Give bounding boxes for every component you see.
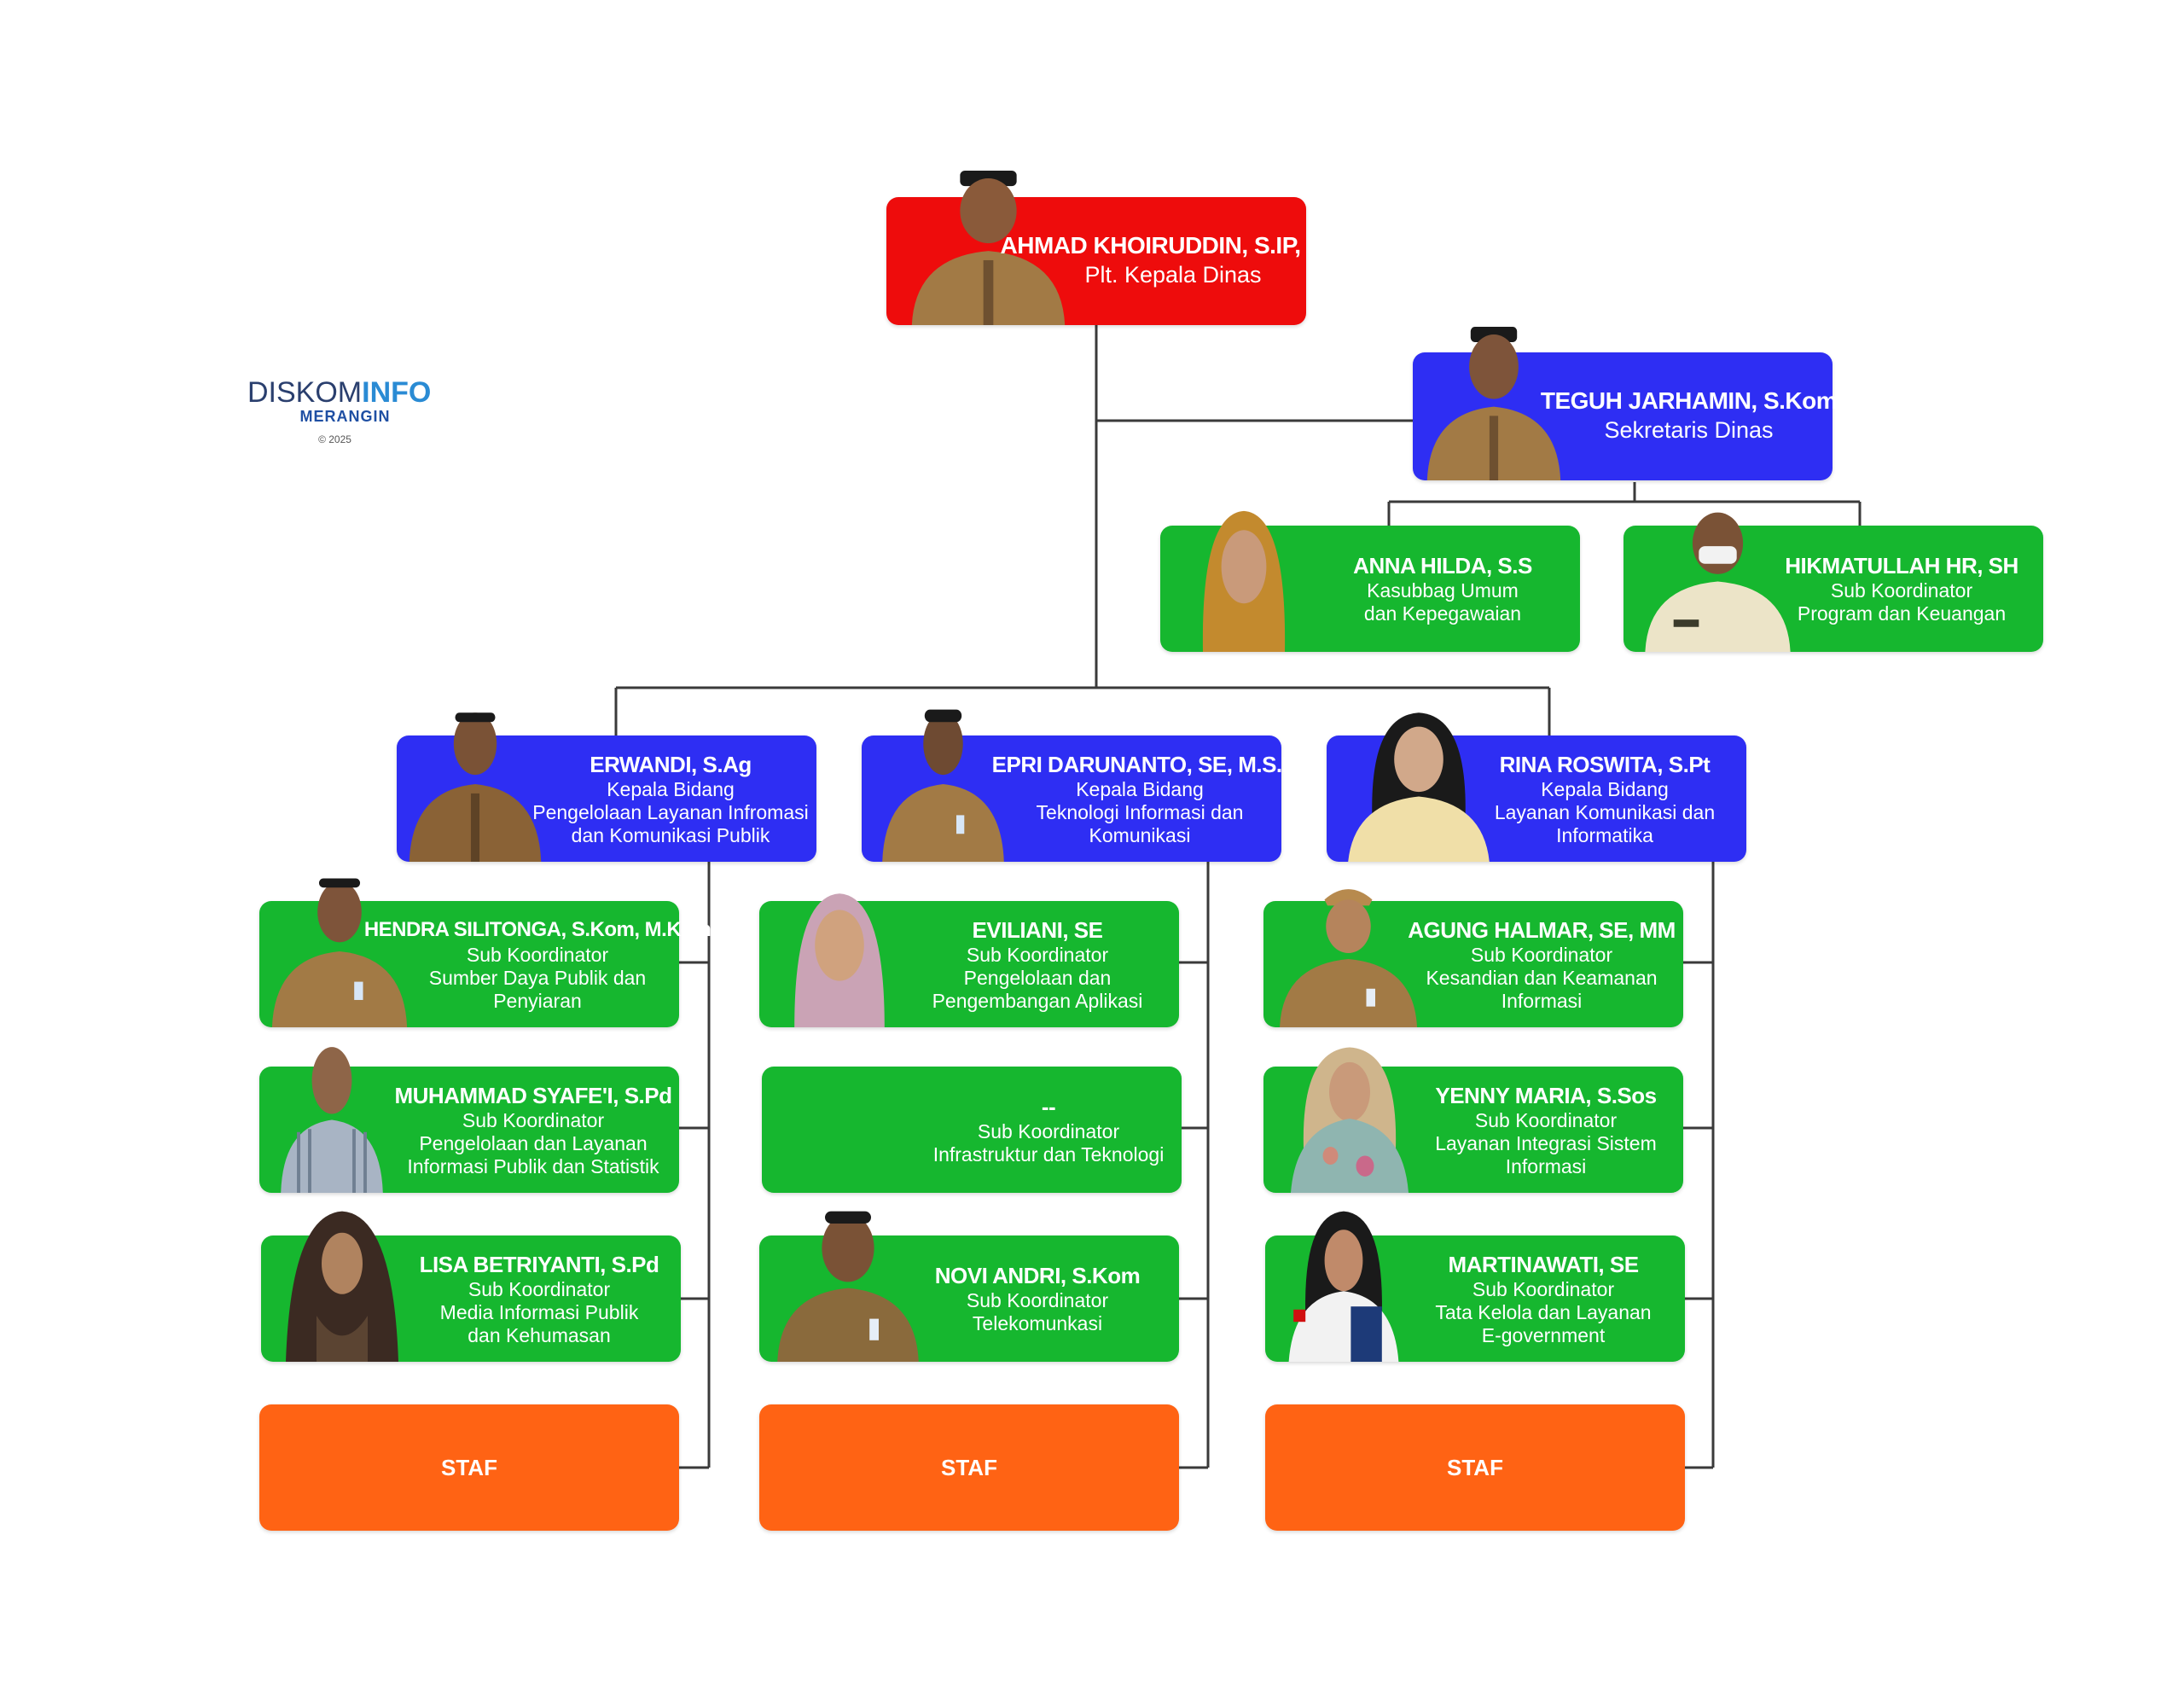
sub-coordinator-card: HENDRA SILITONGA, S.Kom, M.Kom Sub Koord… bbox=[259, 878, 712, 1027]
sub-coordinator-name: MARTINAWATI, SE bbox=[1448, 1251, 1639, 1277]
unit-role: Sub Koordinator bbox=[1830, 579, 1973, 602]
sub-coordinator-card: EVILIANI, SE Sub Koordinator Pengelolaan… bbox=[759, 893, 1179, 1027]
sub-coordinator-role: Sub Koordinator bbox=[466, 943, 609, 966]
staff-card: STAF bbox=[259, 1404, 679, 1531]
person-photo-icon bbox=[771, 1208, 925, 1362]
sub-coordinator-name: NOVI ANDRI, S.Kom bbox=[934, 1263, 1141, 1288]
sub-coordinator-role: Pengelolaan dan Layanan bbox=[419, 1131, 648, 1154]
logo-brand-part-a: DISKOM bbox=[247, 376, 363, 409]
sub-coordinator-card: MUHAMMAD SYAFE'I, S.Pd Sub Koordinator P… bbox=[259, 1047, 679, 1193]
sub-coordinator-role: Sub Koordinator bbox=[1472, 1277, 1615, 1300]
division-leader-role: Kepala Bidang bbox=[1076, 777, 1204, 800]
sub-coordinator-role: Layanan Integrasi Sistem bbox=[1435, 1131, 1657, 1154]
division-leader-role: Kepala Bidang bbox=[1541, 777, 1669, 800]
division-leader-role: Pengelolaan Layanan Infromasi bbox=[532, 800, 809, 823]
person-photo-icon bbox=[1193, 505, 1295, 652]
staff-label: STAF bbox=[1447, 1454, 1503, 1480]
sub-coordinator-role: Telekomunkasi bbox=[972, 1312, 1103, 1334]
sub-coordinator-card: YENNY MARIA, S.Sos Sub Koordinator Layan… bbox=[1263, 1047, 1683, 1193]
division-leader-role: Layanan Komunikasi dan bbox=[1494, 800, 1716, 823]
sub-coordinator-name: AGUNG HALMAR, SE, MM bbox=[1408, 916, 1676, 943]
unit-card: HIKMATULLAH HR, SH Sub Koordinator Progr… bbox=[1623, 512, 2043, 652]
sub-coordinator-name: LISA BETRIYANTI, S.Pd bbox=[419, 1251, 659, 1277]
sub-coordinator-role: Sub Koordinator bbox=[1474, 1108, 1618, 1131]
unit-card: ANNA HILDA, S.S Kasubbag Umum dan Kepega… bbox=[1160, 510, 1580, 652]
staff-card: STAF bbox=[1265, 1404, 1685, 1531]
unit-role: dan Kepegawaian bbox=[1363, 602, 1522, 625]
division-leader-name: EPRI DARUNANTO, SE, M.S.I bbox=[991, 751, 1288, 777]
sub-coordinator-role: Infrastruktur dan Teknologi bbox=[932, 1143, 1165, 1166]
sub-coordinator-role: Informasi bbox=[1501, 989, 1583, 1012]
sub-coordinator-card: LISA BETRIYANTI, S.Pd Sub Koordinator Me… bbox=[261, 1211, 681, 1362]
logo-brand-part-b: INFO bbox=[362, 376, 432, 409]
unit-name: HIKMATULLAH HR, SH bbox=[1785, 553, 2018, 578]
sub-coordinator-role: dan Kehumasan bbox=[468, 1323, 611, 1346]
sub-coordinator-role: Penyiaran bbox=[493, 989, 582, 1012]
sub-coordinator-role: Sumber Daya Publik dan bbox=[428, 966, 647, 989]
head-role: Plt. Kepala Dinas bbox=[1084, 262, 1262, 288]
head-card: AHMAD KHOIRUDDIN, S.IP, MM Plt. Kepala D… bbox=[886, 171, 1346, 325]
person-photo-icon bbox=[1421, 327, 1566, 480]
person-photo-icon bbox=[1286, 1044, 1414, 1193]
sub-coordinator-role: Sub Koordinator bbox=[966, 1289, 1109, 1311]
person-photo-icon bbox=[1342, 706, 1496, 862]
staff-label: STAF bbox=[941, 1454, 997, 1480]
unit-role: Kasubbag Umum bbox=[1367, 579, 1519, 602]
head-name: AHMAD KHOIRUDDIN, S.IP, MM bbox=[1000, 232, 1346, 259]
division-leader-card: RINA ROSWITA, S.Pt Kepala Bidang Layanan… bbox=[1327, 712, 1746, 862]
person-photo-icon bbox=[905, 171, 1072, 325]
sub-coordinator-role: Sub Koordinator bbox=[462, 1108, 605, 1131]
sub-coordinator-card: AGUNG HALMAR, SE, MM Sub Koordinator Kes… bbox=[1263, 889, 1683, 1027]
sub-coordinator-role: Sub Koordinator bbox=[1470, 943, 1613, 966]
division-leader-card: EPRI DARUNANTO, SE, M.S.I Kepala Bidang … bbox=[862, 709, 1288, 862]
sub-coordinator-role: Informasi bbox=[1505, 1154, 1587, 1177]
unit-name: ANNA HILDA, S.S bbox=[1353, 553, 1532, 578]
unit-role: Program dan Keuangan bbox=[1797, 602, 2007, 625]
sub-coordinator-name: -- bbox=[1041, 1094, 1056, 1119]
division-leader-role: Kepala Bidang bbox=[607, 777, 735, 800]
person-photo-icon bbox=[266, 875, 413, 1027]
sub-coordinator-card: -- Sub Koordinator Infrastruktur dan Tek… bbox=[762, 1067, 1182, 1193]
sub-coordinator-card: MARTINAWATI, SE Sub Koordinator Tata Kel… bbox=[1265, 1211, 1685, 1362]
sub-coordinator-role: Sub Koordinator bbox=[468, 1277, 611, 1300]
division-leader-name: ERWANDI, S.Ag bbox=[590, 751, 752, 777]
sub-coordinator-role: Informasi Publik dan Statistik bbox=[407, 1154, 659, 1177]
sub-coordinator-role: E-government bbox=[1481, 1323, 1606, 1346]
staff-card: STAF bbox=[759, 1404, 1179, 1531]
sub-coordinator-role: Pengembangan Aplikasi bbox=[932, 989, 1143, 1012]
person-photo-icon bbox=[276, 1041, 387, 1193]
sub-coordinator-name: EVILIANI, SE bbox=[972, 916, 1103, 943]
sub-coordinator-role: Sub Koordinator bbox=[966, 943, 1109, 966]
logo-subtitle: MERANGIN bbox=[299, 408, 391, 425]
sub-coordinator-role: Sub Koordinator bbox=[977, 1120, 1120, 1142]
secretary-role: Sekretaris Dinas bbox=[1604, 417, 1774, 443]
division-leader-role: Komunikasi bbox=[1089, 823, 1191, 846]
person-photo-icon bbox=[1274, 879, 1423, 1027]
diskominfo-logo: DISKOMINFO MERANGIN © 2025 bbox=[247, 377, 431, 445]
division-leader-card: ERWANDI, S.Ag Kepala Bidang Pengelolaan … bbox=[397, 712, 816, 862]
sub-coordinator-name: MUHAMMAD SYAFE'I, S.Pd bbox=[394, 1082, 672, 1108]
division-leader-role: dan Komunikasi Publik bbox=[571, 823, 770, 846]
division-leader-name: RINA ROSWITA, S.Pt bbox=[1499, 751, 1711, 777]
person-photo-icon bbox=[278, 1208, 406, 1362]
person-photo-icon bbox=[788, 891, 891, 1027]
sub-coordinator-role: Kesandian dan Keamanan bbox=[1426, 966, 1658, 989]
sub-coordinator-role: Pengelolaan dan bbox=[963, 966, 1112, 989]
person-photo-icon bbox=[1284, 1208, 1403, 1362]
sub-coordinator-name: YENNY MARIA, S.Sos bbox=[1435, 1082, 1657, 1108]
staff-label: STAF bbox=[441, 1454, 497, 1480]
person-photo-icon bbox=[404, 706, 547, 862]
sub-coordinator-role: Media Informasi Publik bbox=[439, 1300, 639, 1323]
person-photo-icon bbox=[877, 706, 1009, 862]
sub-coordinator-card: NOVI ANDRI, S.Kom Sub Koordinator Teleko… bbox=[759, 1211, 1179, 1362]
secretary-card: TEGUH JARHAMIN, S.Kom Sekretaris Dinas bbox=[1413, 327, 1838, 480]
division-leader-role: Teknologi Informasi dan bbox=[1036, 800, 1244, 823]
sub-coordinator-role: Tata Kelola dan Layanan bbox=[1435, 1300, 1652, 1323]
division-leader-role: Informatika bbox=[1556, 823, 1653, 846]
secretary-name: TEGUH JARHAMIN, S.Kom bbox=[1540, 387, 1838, 414]
sub-coordinator-name: HENDRA SILITONGA, S.Kom, M.Kom bbox=[363, 917, 712, 941]
person-photo-icon bbox=[1639, 505, 1797, 652]
logo-copyright: © 2025 bbox=[318, 433, 351, 445]
